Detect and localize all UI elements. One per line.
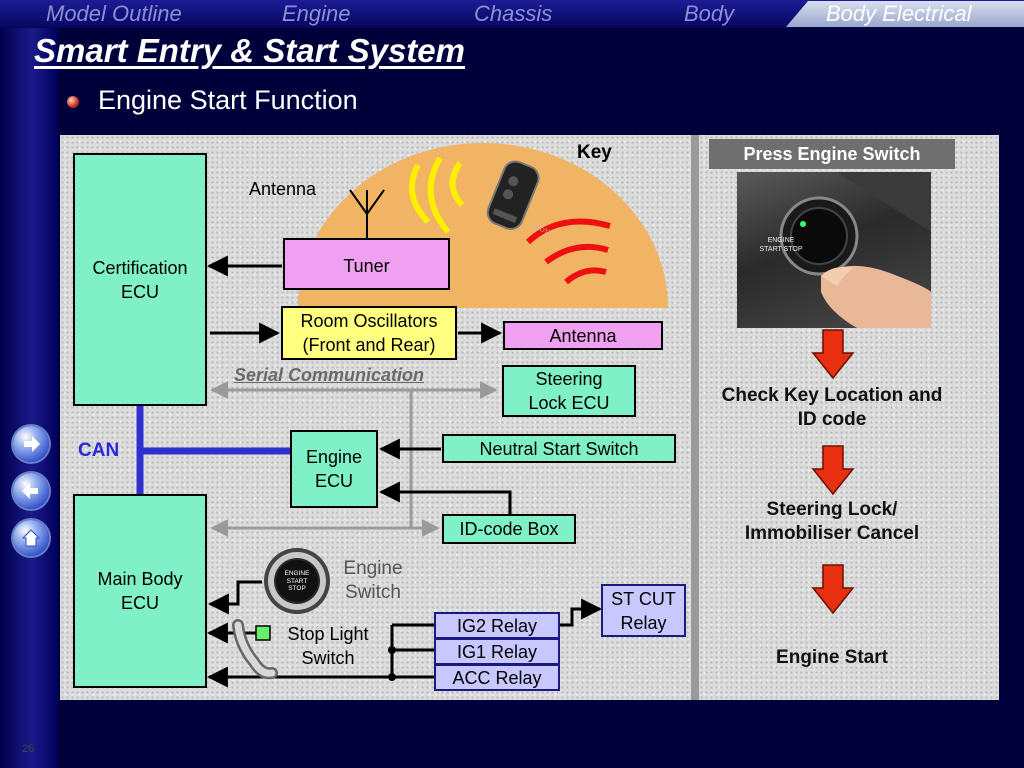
key-label: Key bbox=[577, 142, 612, 163]
flow-arrow-1 bbox=[811, 329, 855, 380]
neutral-start-switch-box: Neutral Start Switch bbox=[442, 434, 676, 463]
tuner-label: Tuner bbox=[343, 256, 390, 276]
flow-step-check-key: Check Key Location and ID code bbox=[721, 385, 943, 430]
stop-light-switch-icon bbox=[255, 625, 271, 641]
ig2-relay-label: IG2 Relay bbox=[456, 615, 538, 636]
engine-ecu-label: Engine ECU bbox=[305, 447, 363, 491]
st-cut-relay-box: ST CUT Relay bbox=[601, 584, 686, 637]
brake-pedal-icon bbox=[232, 619, 278, 680]
can-bus-label: CAN bbox=[78, 440, 120, 461]
antenna-label: Antenna bbox=[249, 179, 317, 199]
serial-communication-label: Serial Communication bbox=[234, 365, 425, 385]
antenna-box: Antenna bbox=[503, 321, 663, 350]
steering-lock-ecu-label: Steering Lock ECU bbox=[528, 369, 610, 413]
engine-ecu: Engine ECU bbox=[290, 430, 378, 508]
main-body-ecu: Main Body ECU bbox=[73, 494, 207, 688]
room-oscillators-box: Room Oscillators (Front and Rear) bbox=[281, 306, 457, 360]
room-oscillators-label: Room Oscillators (Front and Rear) bbox=[300, 311, 438, 355]
st-cut-relay-label: ST CUT Relay bbox=[611, 588, 676, 633]
ig1-relay-label: IG1 Relay bbox=[456, 641, 538, 662]
page-subtitle: Engine Start Function bbox=[98, 85, 358, 115]
engine-switch-photo-graphic bbox=[779, 172, 931, 328]
forward-arrow-icon[interactable] bbox=[13, 426, 49, 462]
steering-lock-ecu: Steering Lock ECU bbox=[502, 365, 636, 417]
engine-start-button-text: ENGINE START STOP bbox=[284, 570, 310, 592]
tab-body-electrical[interactable]: Body Electrical bbox=[826, 1, 972, 26]
tuner-box: Tuner bbox=[283, 238, 450, 290]
photo-button-text: ENGINE START STOP bbox=[759, 237, 803, 253]
press-engine-switch-label: Press Engine Switch bbox=[709, 139, 955, 169]
left-sidebar bbox=[0, 0, 58, 768]
id-code-box: ID-code Box bbox=[442, 514, 576, 544]
panel-divider bbox=[691, 135, 699, 700]
flow-step-steering-lock: Steering Lock/ Immobiliser Cancel bbox=[744, 499, 920, 544]
stop-light-switch-label: Stop Light Switch bbox=[287, 624, 369, 668]
flow-arrow-3 bbox=[811, 564, 855, 615]
ig2-relay-box: IG2 Relay bbox=[434, 612, 560, 639]
engine-switch-photo bbox=[737, 172, 931, 328]
antenna-box-label: Antenna bbox=[549, 325, 617, 346]
antenna-icon bbox=[349, 189, 385, 238]
yellow-wave-signal bbox=[409, 163, 431, 225]
back-arrow-icon[interactable] bbox=[13, 473, 49, 509]
flow-panel bbox=[699, 135, 999, 700]
flow-step-engine-start: Engine Start bbox=[776, 647, 888, 668]
main-body-ecu-label: Main Body ECU bbox=[97, 569, 183, 613]
active-tab-background bbox=[786, 1, 1024, 27]
page-number: 26 bbox=[22, 743, 35, 755]
tab-chassis[interactable]: Chassis bbox=[474, 1, 553, 26]
certification-ecu-label: Certification ECU bbox=[92, 257, 188, 302]
key-fob bbox=[486, 160, 540, 230]
engine-start-button-icon bbox=[264, 548, 330, 614]
id-code-box-label: ID-code Box bbox=[459, 519, 559, 539]
certification-ecu: Certification ECU bbox=[73, 153, 207, 406]
acc-relay-box: ACC Relay bbox=[434, 664, 560, 691]
bullet-icon bbox=[67, 96, 79, 108]
home-icon[interactable] bbox=[13, 520, 49, 556]
tab-engine[interactable]: Engine bbox=[282, 1, 351, 26]
ig1-relay-box: IG1 Relay bbox=[434, 638, 560, 665]
acc-relay-label: ACC Relay bbox=[452, 667, 542, 688]
engine-switch-label: Engine Switch bbox=[343, 558, 403, 603]
tab-model-outline[interactable]: Model Outline bbox=[46, 1, 182, 26]
neutral-start-switch-label: Neutral Start Switch bbox=[479, 438, 639, 459]
flow-arrow-2 bbox=[811, 445, 855, 496]
red-wave-signal bbox=[525, 218, 611, 245]
tab-body[interactable]: Body bbox=[684, 1, 735, 26]
page-title: Smart Entry & Start System bbox=[34, 32, 465, 69]
